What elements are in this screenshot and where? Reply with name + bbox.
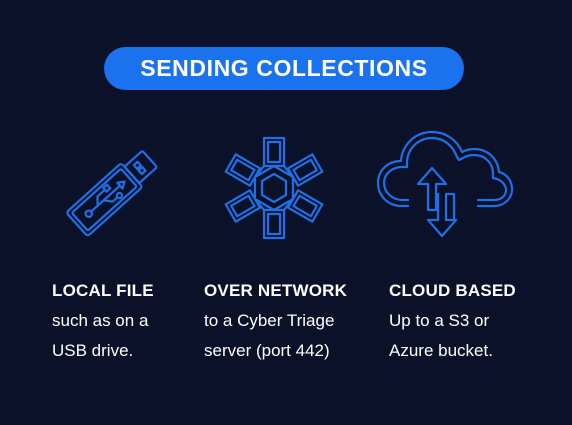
option-heading: OVER NETWORK [204, 281, 348, 300]
network-icon [222, 133, 326, 243]
option-heading: LOCAL FILE [52, 281, 154, 300]
usb-drive-icon [58, 135, 170, 247]
option-cloud-based: CLOUD BASED Up to a S3 or Azure bucket. [389, 276, 516, 366]
option-description-line: Azure bucket. [389, 341, 493, 360]
cloud-upload-icon [374, 124, 516, 242]
option-description-line: Up to a S3 or [389, 311, 490, 330]
option-description-line: to a Cyber Triage [204, 311, 335, 330]
option-description-line: such as on a [52, 311, 149, 330]
option-over-network: OVER NETWORK to a Cyber Triage server (p… [204, 276, 347, 366]
option-heading: CLOUD BASED [389, 281, 516, 300]
option-description-line: server (port 442) [204, 341, 330, 360]
option-local-file: LOCAL FILE such as on a USB drive. [52, 276, 154, 366]
page-title: SENDING COLLECTIONS [104, 47, 464, 90]
option-description-line: USB drive. [52, 341, 134, 360]
